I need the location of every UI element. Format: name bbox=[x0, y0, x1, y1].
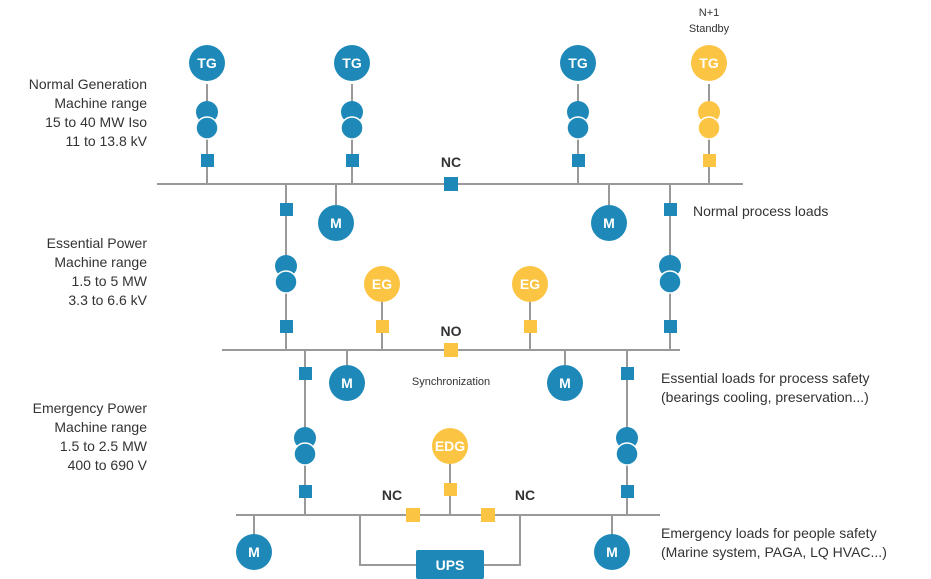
ups-label: UPS bbox=[436, 557, 465, 573]
transformers-essential bbox=[275, 255, 681, 293]
motor-label: M bbox=[559, 375, 571, 391]
breaker[interactable] bbox=[664, 203, 677, 216]
tg-generator-1[interactable]: TG bbox=[189, 45, 225, 81]
eg-generator-1[interactable]: EG bbox=[364, 266, 400, 302]
nc-label-normal: NC bbox=[441, 154, 461, 170]
emergency-loads-detail: (Marine system, PAGA, LQ HVAC...) bbox=[661, 544, 887, 560]
edg-generator[interactable]: EDG bbox=[432, 428, 468, 464]
ups-unit[interactable]: UPS bbox=[416, 550, 484, 579]
breaker[interactable] bbox=[572, 154, 585, 167]
no-label-essential: NO bbox=[441, 323, 462, 339]
tg-generator-3[interactable]: TG bbox=[560, 45, 596, 81]
essential-mw: 1.5 to 5 MW bbox=[72, 273, 148, 289]
synchronization-label: Synchronization bbox=[412, 376, 490, 388]
transformers-emergency bbox=[294, 427, 638, 465]
normal-range-label: Machine range bbox=[54, 95, 147, 111]
emergency-mw: 1.5 to 2.5 MW bbox=[60, 438, 148, 454]
generator-label: TG bbox=[568, 55, 588, 71]
breakers-essential bbox=[280, 320, 677, 380]
essential-loads-detail: (bearings cooling, preservation...) bbox=[661, 389, 869, 405]
tg-generator-standby[interactable]: TG bbox=[691, 45, 727, 81]
nc-label-emergency-left: NC bbox=[382, 487, 402, 503]
motor-label: M bbox=[330, 215, 342, 231]
nc-label-emergency-right: NC bbox=[515, 487, 535, 503]
emergency-title: Emergency Power bbox=[33, 400, 148, 416]
breakers-normal bbox=[201, 154, 716, 216]
breaker[interactable] bbox=[299, 485, 312, 498]
normal-kv: 11 to 13.8 kV bbox=[66, 133, 148, 149]
breaker[interactable] bbox=[621, 485, 634, 498]
motor-label: M bbox=[248, 544, 260, 560]
breaker[interactable] bbox=[444, 483, 457, 496]
generator-label: TG bbox=[197, 55, 217, 71]
breaker[interactable] bbox=[621, 367, 634, 380]
n-plus-one-label: N+1 bbox=[699, 7, 720, 19]
generator-label: EG bbox=[520, 276, 540, 292]
motor-label: M bbox=[606, 544, 618, 560]
essential-title: Essential Power bbox=[47, 235, 148, 251]
motor-emergency-2[interactable]: M bbox=[594, 534, 630, 570]
emergency-loads-label: Emergency loads for people safety bbox=[661, 525, 877, 541]
motor-label: M bbox=[341, 375, 353, 391]
breaker[interactable] bbox=[299, 367, 312, 380]
breaker[interactable] bbox=[201, 154, 214, 167]
bus-tie-breaker-nc-left[interactable] bbox=[406, 508, 420, 522]
essential-kv: 3.3 to 6.6 kV bbox=[68, 292, 147, 308]
motor-normal-2[interactable]: M bbox=[591, 205, 627, 241]
breaker[interactable] bbox=[346, 154, 359, 167]
breaker[interactable] bbox=[376, 320, 389, 333]
breaker[interactable] bbox=[703, 154, 716, 167]
breaker[interactable] bbox=[664, 320, 677, 333]
emergency-range-label: Machine range bbox=[54, 419, 147, 435]
essential-loads-label: Essential loads for process safety bbox=[661, 370, 870, 386]
standby-label: Standby bbox=[689, 23, 730, 35]
eg-generator-2[interactable]: EG bbox=[512, 266, 548, 302]
motor-essential-1[interactable]: M bbox=[329, 365, 365, 401]
generator-label: TG bbox=[699, 55, 719, 71]
essential-range-label: Machine range bbox=[54, 254, 147, 270]
generator-circle bbox=[189, 45, 225, 81]
bus-tie-breaker-no[interactable] bbox=[444, 343, 458, 357]
generator-label: EDG bbox=[435, 438, 465, 454]
emergency-kv: 400 to 690 V bbox=[68, 457, 148, 473]
breaker[interactable] bbox=[280, 203, 293, 216]
breaker[interactable] bbox=[280, 320, 293, 333]
motor-essential-2[interactable]: M bbox=[547, 365, 583, 401]
bus-tie-breaker-nc[interactable] bbox=[444, 177, 458, 191]
bus-tie-breaker-nc-right[interactable] bbox=[481, 508, 495, 522]
normal-mw: 15 to 40 MW Iso bbox=[45, 114, 147, 130]
normal-title: Normal Generation bbox=[29, 76, 147, 92]
motor-label: M bbox=[603, 215, 615, 231]
breakers-emergency bbox=[299, 483, 634, 522]
motor-emergency-1[interactable]: M bbox=[236, 534, 272, 570]
motor-normal-1[interactable]: M bbox=[318, 205, 354, 241]
transformers-normal bbox=[196, 101, 589, 139]
normal-loads-label: Normal process loads bbox=[693, 203, 828, 219]
tg-generator-2[interactable]: TG bbox=[334, 45, 370, 81]
transformer-standby bbox=[698, 101, 720, 139]
generator-label: EG bbox=[372, 276, 392, 292]
generator-label: TG bbox=[342, 55, 362, 71]
breaker[interactable] bbox=[524, 320, 537, 333]
